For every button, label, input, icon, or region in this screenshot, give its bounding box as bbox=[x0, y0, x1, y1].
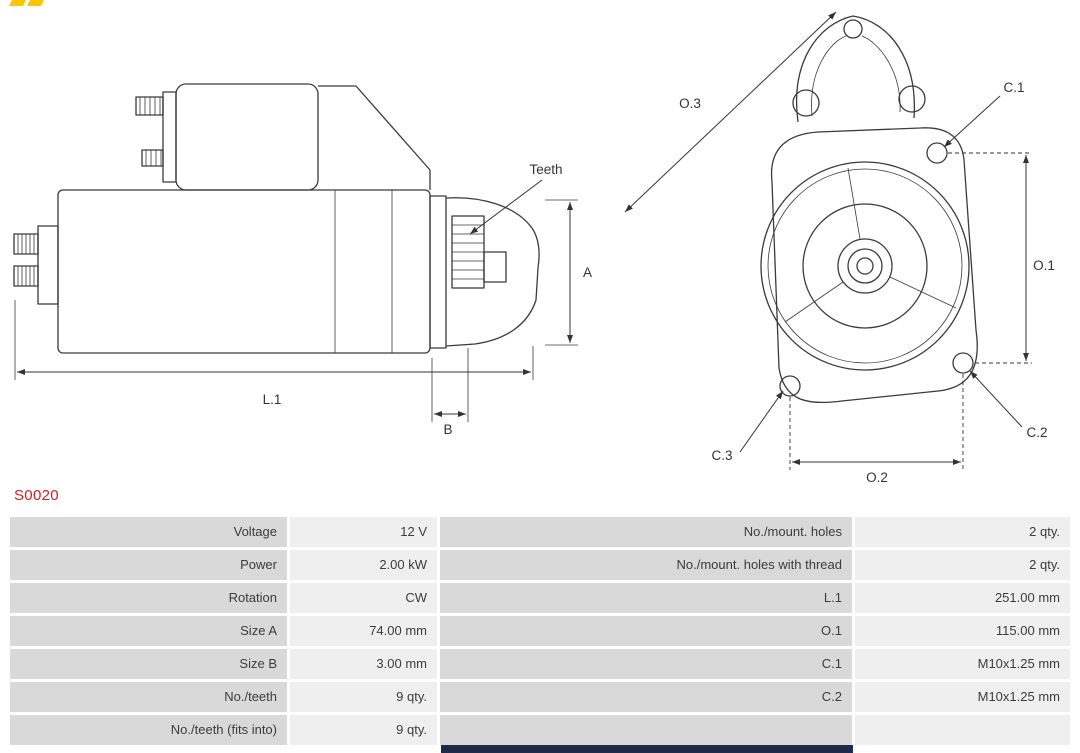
label-b: B bbox=[443, 422, 452, 437]
spec-label-size-a: Size A bbox=[10, 616, 287, 646]
starter-side-view: Teeth A L.1 B bbox=[13, 83, 592, 437]
spec-value-teeth: 9 qty. bbox=[290, 682, 437, 712]
technical-diagram: Teeth A L.1 B bbox=[9, 0, 1055, 485]
spec-value-power: 2.00 kW bbox=[290, 550, 437, 580]
spec-value-size-a: 74.00 mm bbox=[290, 616, 437, 646]
spec-value-o1: 115.00 mm bbox=[855, 616, 1070, 646]
spec-label-c2: C.2 bbox=[440, 682, 852, 712]
spec-label-c1: C.1 bbox=[440, 649, 852, 679]
label-o3: O.3 bbox=[679, 96, 701, 111]
spec-value-l1: 251.00 mm bbox=[855, 583, 1070, 613]
spec-label-empty bbox=[440, 715, 852, 745]
spec-value-empty bbox=[855, 715, 1070, 745]
spec-label-l1: L.1 bbox=[440, 583, 852, 613]
label-teeth: Teeth bbox=[529, 162, 562, 177]
spec-label-mount-thread: No./mount. holes with thread bbox=[440, 550, 852, 580]
spec-label-voltage: Voltage bbox=[10, 517, 287, 547]
spec-value-voltage: 12 V bbox=[290, 517, 437, 547]
spec-label-o1: O.1 bbox=[440, 616, 852, 646]
spec-table: Voltage 12 V No./mount. holes 2 qty. Pow… bbox=[10, 517, 1070, 745]
spec-label-power: Power bbox=[10, 550, 287, 580]
spec-value-teeth-fits: 9 qty. bbox=[290, 715, 437, 745]
spec-value-mount-holes: 2 qty. bbox=[855, 517, 1070, 547]
spec-value-c1: M10x1.25 mm bbox=[855, 649, 1070, 679]
label-a: A bbox=[583, 265, 592, 280]
spec-label-rotation: Rotation bbox=[10, 583, 287, 613]
label-o1: O.1 bbox=[1033, 258, 1055, 273]
spec-value-size-b: 3.00 mm bbox=[290, 649, 437, 679]
label-c2: C.2 bbox=[1026, 425, 1047, 440]
bottom-bar bbox=[441, 745, 853, 753]
spec-label-size-b: Size B bbox=[10, 649, 287, 679]
part-number: S0020 bbox=[14, 487, 59, 504]
spec-label-mount-holes: No./mount. holes bbox=[440, 517, 852, 547]
label-o2: O.2 bbox=[866, 470, 888, 485]
spec-value-rotation: CW bbox=[290, 583, 437, 613]
brand-mark bbox=[9, 0, 44, 6]
label-c3: C.3 bbox=[711, 448, 732, 463]
spec-label-teeth: No./teeth bbox=[10, 682, 287, 712]
spec-value-c2: M10x1.25 mm bbox=[855, 682, 1070, 712]
label-c1: C.1 bbox=[1003, 80, 1024, 95]
starter-front-view: O.3 C.1 O.1 C.3 C.2 O.2 bbox=[624, 11, 1055, 485]
spec-label-teeth-fits: No./teeth (fits into) bbox=[10, 715, 287, 745]
spec-value-mount-thread: 2 qty. bbox=[855, 550, 1070, 580]
label-l1: L.1 bbox=[263, 392, 282, 407]
